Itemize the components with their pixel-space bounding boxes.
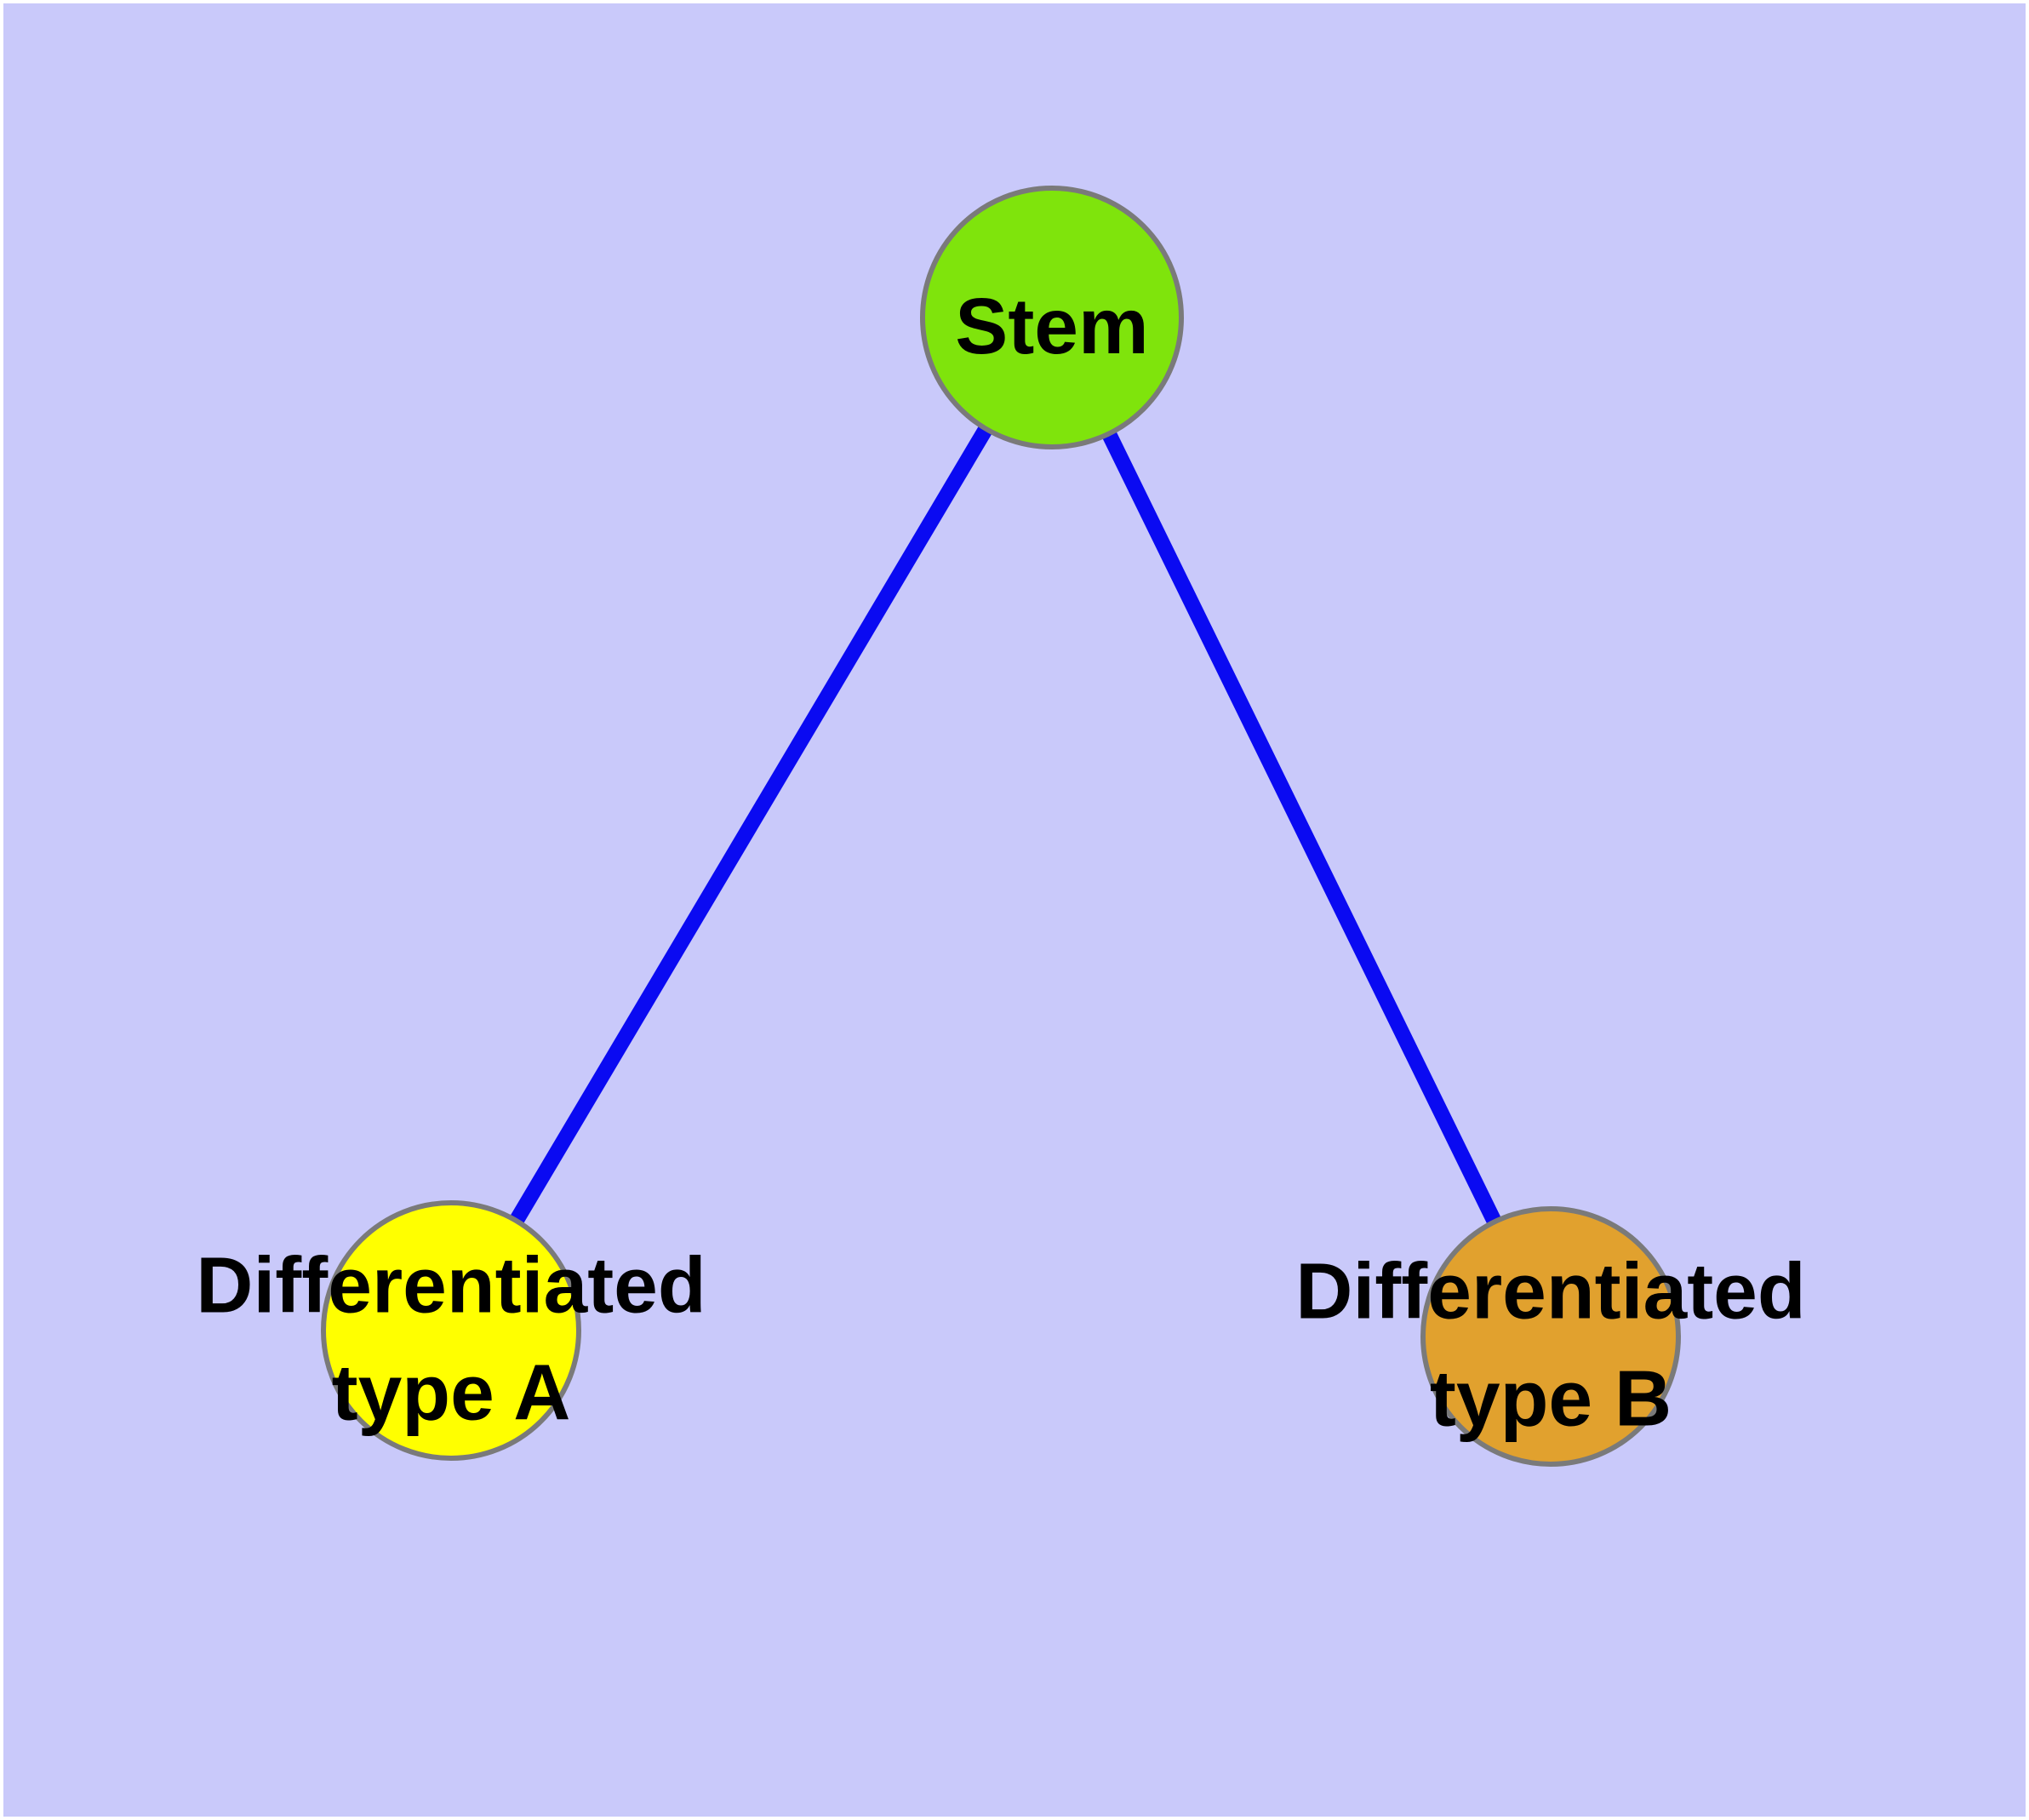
node-type-a-circle[interactable] xyxy=(321,1200,581,1461)
node-type-b-circle[interactable] xyxy=(1420,1206,1681,1467)
graph-svg xyxy=(321,186,1681,1467)
node-stem-circle[interactable] xyxy=(920,186,1184,449)
edge-stem-to-type-a xyxy=(444,313,1059,1335)
edge-stem-to-type-b xyxy=(1044,314,1558,1340)
diagram-canvas: Stem Differentiated type A Differentiate… xyxy=(3,3,2026,1817)
